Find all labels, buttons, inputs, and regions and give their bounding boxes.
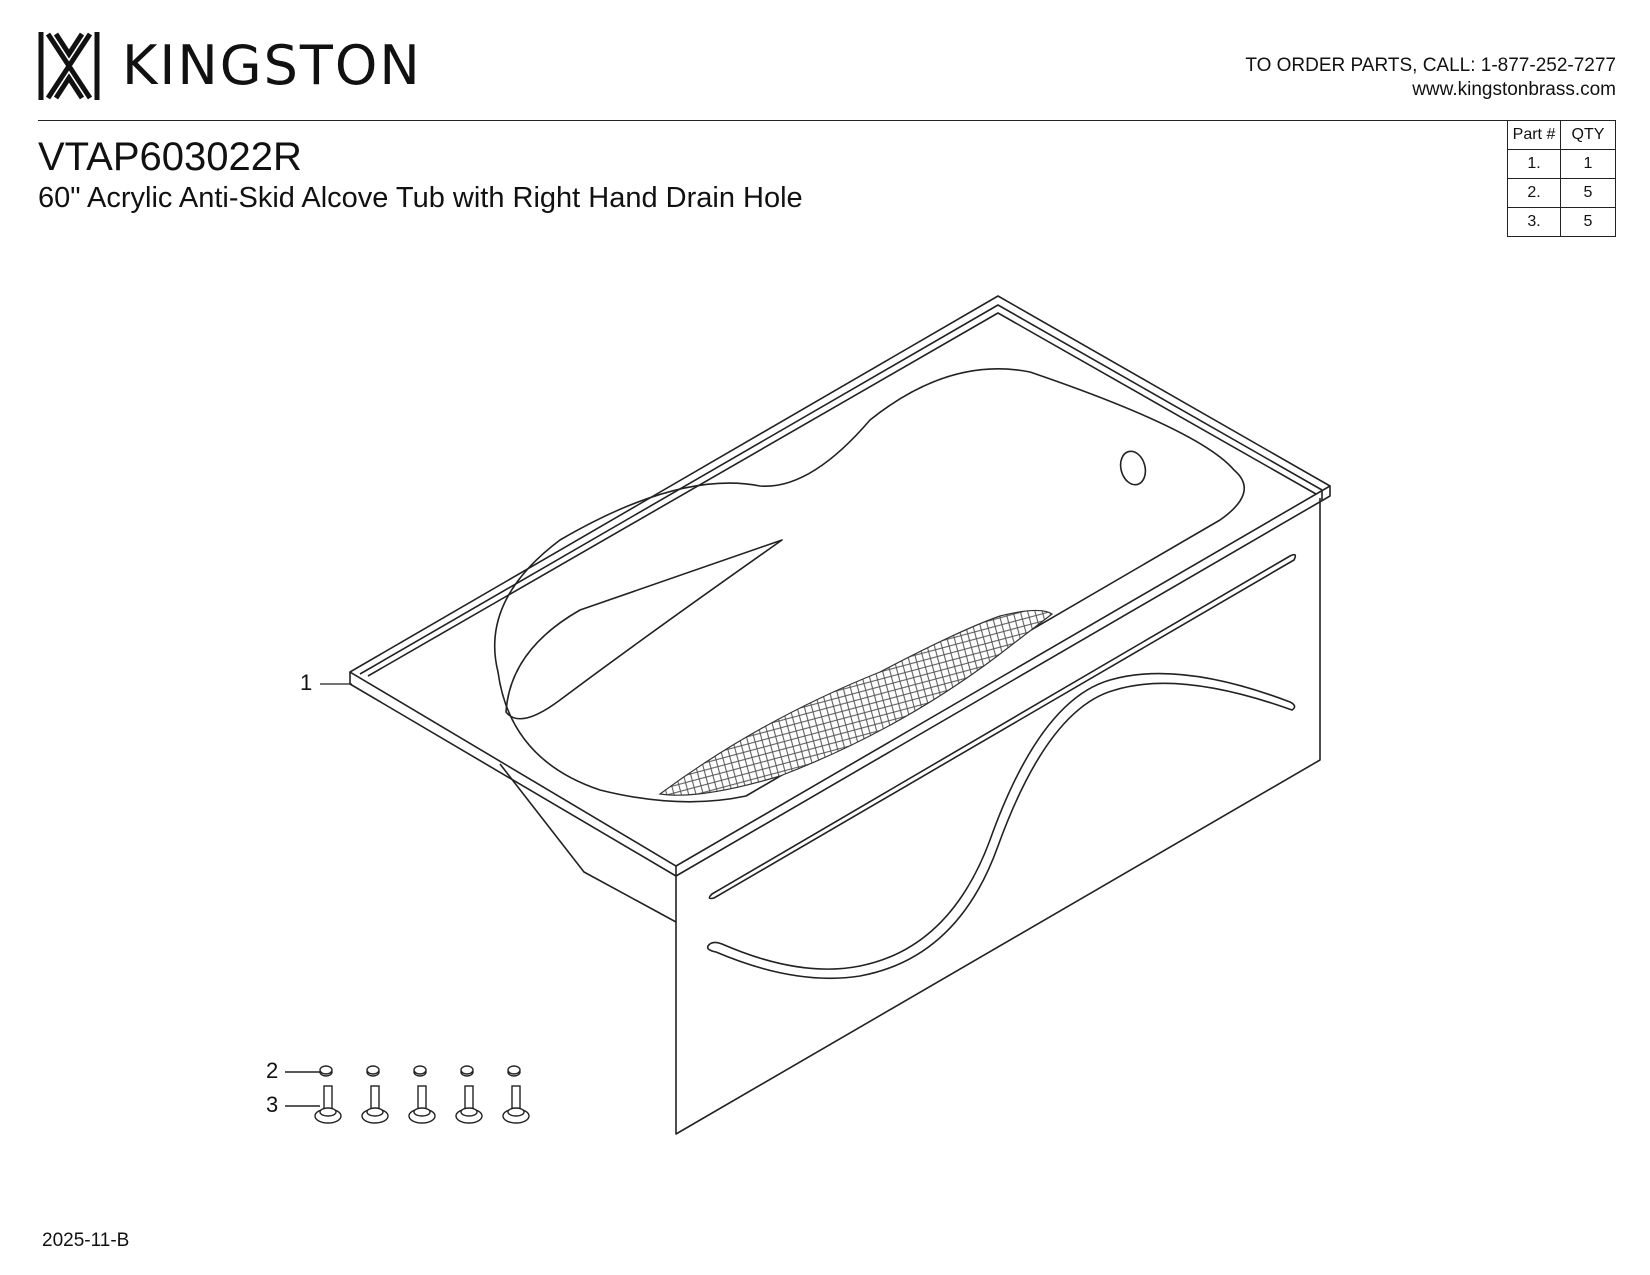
part-number-header: Part # [1507, 120, 1561, 150]
nut [507, 1065, 521, 1077]
table-row: 3. 5 [1507, 207, 1616, 237]
revision-code: 2025-11-B [42, 1230, 130, 1251]
hardware-set [285, 1065, 530, 1124]
callout-label-1: 1 [300, 670, 313, 695]
website-link[interactable]: www.kingstonbrass.com [1412, 79, 1616, 100]
part-number-cell: 1. [1507, 149, 1561, 179]
product-description: 60" Acrylic Anti-Skid Alcove Tub with Ri… [38, 182, 803, 214]
leveling-foot [361, 1085, 389, 1124]
table-row: 1. 1 [1507, 149, 1616, 179]
leveling-foot [314, 1085, 342, 1124]
nut [319, 1065, 333, 1077]
part-number-cell: 2. [1507, 178, 1561, 208]
contact-info: TO ORDER PARTS, CALL: 1-877-252-7277 www… [1245, 54, 1616, 102]
parts-table: Part # QTY 1. 1 2. 5 3. 5 [1507, 120, 1616, 237]
part-number-cell: 3. [1507, 207, 1561, 237]
anti-skid-pad [658, 609, 1054, 796]
leveling-foot [408, 1085, 436, 1124]
qty-cell: 1 [1560, 149, 1616, 179]
header-divider [38, 120, 1616, 121]
order-phone: TO ORDER PARTS, CALL: 1-877-252-7277 [1245, 55, 1616, 76]
brand-name: KINGSTON [122, 34, 422, 97]
model-number: VTAP603022R [38, 135, 302, 179]
leveling-foot [502, 1085, 530, 1124]
brand: KINGSTON [38, 30, 422, 102]
qty-cell: 5 [1560, 207, 1616, 237]
qty-header: QTY [1560, 120, 1616, 150]
nut [366, 1065, 380, 1077]
callout-label-3: 3 [266, 1092, 279, 1117]
table-row: 2. 5 [1507, 178, 1616, 208]
tub-body [349, 295, 1331, 1135]
nut [460, 1065, 474, 1077]
parts-table-header: Part # QTY [1507, 120, 1616, 150]
callout-label-2: 2 [266, 1058, 279, 1083]
leveling-foot [455, 1085, 483, 1124]
nut [413, 1065, 427, 1077]
kingston-monogram-icon [38, 32, 100, 100]
